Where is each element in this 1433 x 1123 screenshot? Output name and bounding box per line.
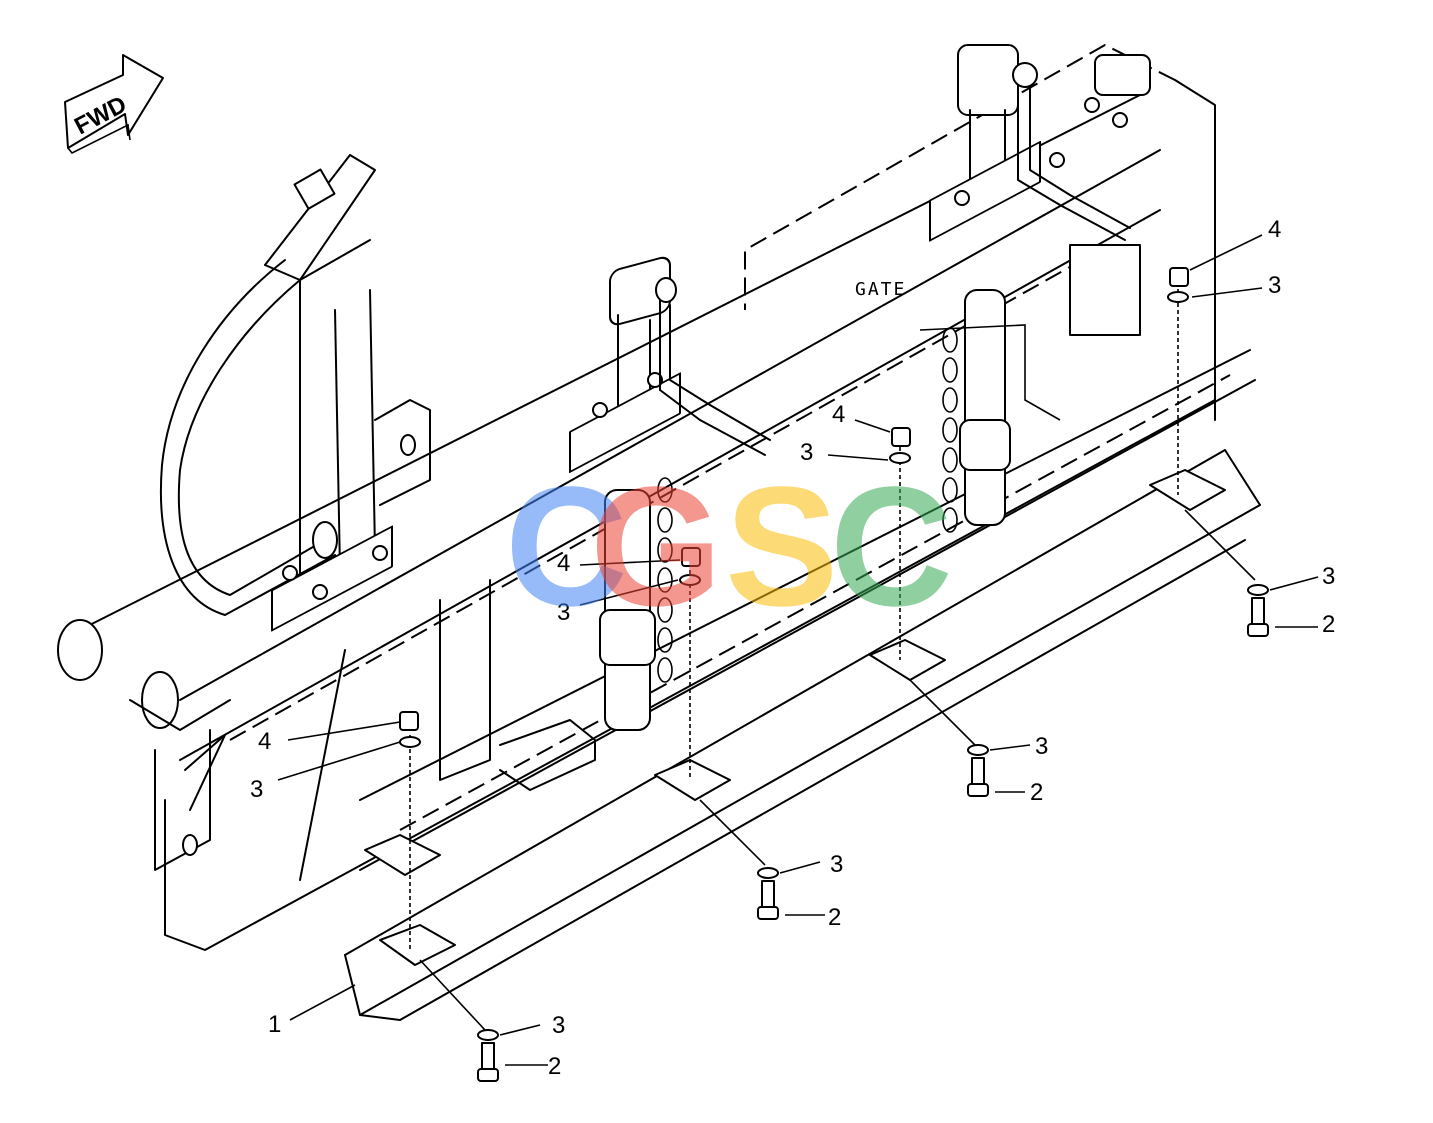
callout-2: 2 <box>828 904 841 931</box>
callout-1: 1 <box>268 1011 281 1038</box>
callouts: 1 2 2 2 2 3 3 3 3 3 3 3 3 4 4 4 4 <box>250 216 1335 1080</box>
watermark-letter: G <box>590 452 722 642</box>
cylinder-center <box>599 489 656 731</box>
gate-label: GATE <box>855 279 906 300</box>
chain-right <box>942 327 958 533</box>
callout-4: 4 <box>258 728 271 755</box>
cgsc-watermark: C G S C <box>505 452 953 642</box>
fastener-axis-lines <box>409 275 1256 1031</box>
callout-4: 4 <box>1268 216 1281 243</box>
callout-2: 2 <box>1030 779 1043 806</box>
left-bracket <box>129 399 431 871</box>
watermark-letter: C <box>830 452 953 642</box>
watermark-letter: S <box>725 452 838 642</box>
callout-3: 3 <box>552 1012 565 1039</box>
chain-center <box>657 477 673 683</box>
callout-3: 3 <box>1268 272 1281 299</box>
callout-2: 2 <box>1322 611 1335 638</box>
watermark-letter: C <box>505 452 628 642</box>
callout-4: 4 <box>557 550 570 577</box>
nuts-washers <box>399 267 1189 748</box>
callout-3: 3 <box>250 776 263 803</box>
fwd-arrow-icon: FWD <box>64 54 164 155</box>
callout-3: 3 <box>830 851 843 878</box>
right-post <box>929 44 1151 242</box>
handle <box>159 259 338 616</box>
callout-3: 3 <box>800 439 813 466</box>
callout-2: 2 <box>548 1053 561 1080</box>
leader-lines <box>277 234 1319 1066</box>
center-post <box>569 256 771 474</box>
lower-u-bracket <box>299 579 596 881</box>
callout-3: 3 <box>1035 733 1048 760</box>
callout-3: 3 <box>1322 563 1335 590</box>
lower-beam <box>344 349 1261 1021</box>
mounting-clips <box>364 469 1226 966</box>
bolts-washers <box>477 584 1269 1082</box>
left-post <box>264 154 393 632</box>
fwd-label: FWD <box>70 91 131 140</box>
callout-4: 4 <box>832 401 845 428</box>
cylinder-right <box>919 289 1061 526</box>
callout-3: 3 <box>557 599 570 626</box>
